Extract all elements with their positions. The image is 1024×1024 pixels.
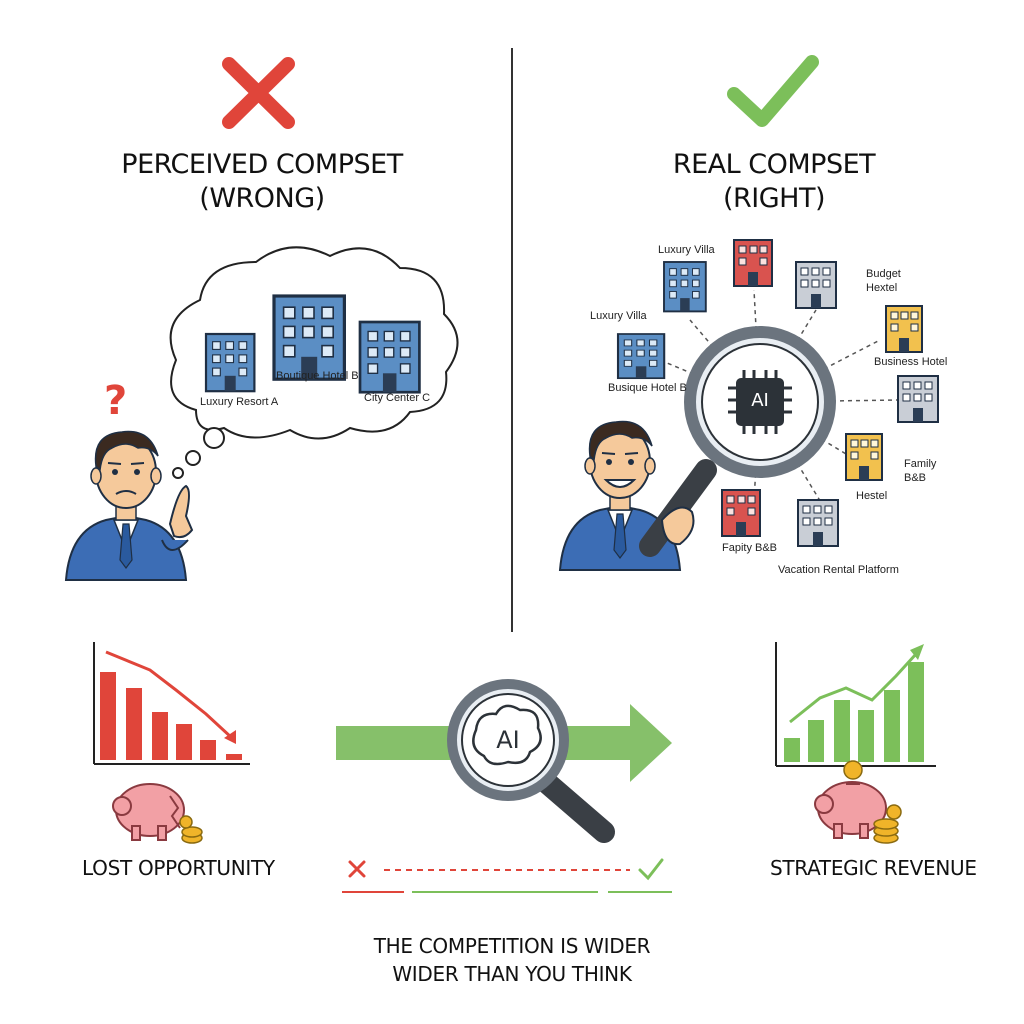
center-ai-label: AI: [496, 726, 520, 754]
magnifier-icon: [447, 679, 615, 843]
ai-chip-icon: [728, 370, 792, 434]
competitor-label-hostel: Hestel: [856, 490, 888, 502]
coin-icon: [843, 760, 902, 844]
building-icon: [797, 499, 839, 547]
building-icon: [721, 489, 761, 537]
confident-manager: [559, 420, 681, 571]
ai-chip-label: AI: [751, 390, 769, 411]
strategic-revenue-caption: STRATEGIC REVENUE: [770, 856, 977, 880]
building-icon: [733, 239, 773, 287]
right-title-line1: REAL COMPSET: [672, 149, 876, 180]
growing-bar-chart: [775, 642, 936, 767]
building-icon: [204, 332, 256, 393]
thought-label-luxury-resort: Luxury Resort A: [200, 396, 279, 408]
building-icon: [795, 261, 837, 309]
piggy-bank-icon: [814, 781, 887, 839]
coin-icon: [179, 815, 203, 844]
left-title-line2: (WRONG): [199, 183, 325, 214]
building-icon: [272, 294, 346, 381]
competitor-label-vacation-rental: Vacation Rental Platform: [778, 564, 899, 576]
competitor-label-luxury-villa-left: Luxury Villa: [590, 310, 647, 322]
building-icon: [616, 332, 666, 380]
right-title: REAL COMPSET (RIGHT): [624, 148, 924, 216]
thought-label-boutique-hotel: Boutique Hotel B: [276, 370, 359, 382]
competitor-label-boutique: Busique Hotel B: [608, 382, 687, 394]
competitor-label-luxury-villa-top: Luxury Villa: [658, 244, 715, 256]
competitor-label-business-hotel: Business Hotel: [874, 356, 948, 368]
question-mark-icon: ?: [104, 378, 127, 424]
competitor-label-budget-line2: Hextel: [866, 282, 898, 294]
right-title-line2: (RIGHT): [722, 183, 826, 214]
left-title: PERCEIVED COMPSET (WRONG): [112, 148, 412, 216]
lost-opportunity-caption: LOST OPPORTUNITY: [82, 856, 275, 880]
piggy-bank-icon: [112, 783, 185, 841]
competitor-label-budget-line1: Budget: [866, 268, 901, 280]
building-icon: [845, 433, 883, 481]
competitor-label-family-line1: Family: [904, 458, 937, 470]
building-icon: [885, 305, 923, 353]
declining-bar-chart: [93, 642, 250, 765]
building-icon: [663, 261, 707, 313]
competitor-label-family-bnb-bottom: Fapity B&B: [722, 542, 778, 554]
left-title-line1: PERCEIVED COMPSET: [121, 149, 403, 180]
competitor-label-family-line2: B&B: [904, 472, 927, 484]
hand: [660, 506, 695, 546]
building-icon: [897, 375, 939, 423]
footer-line2: WIDER THAN YOU THINK: [392, 962, 632, 986]
cross-icon: [222, 57, 295, 129]
building-icon: [358, 320, 421, 394]
footer-line1: THE COMPETITION IS WIDER: [373, 934, 651, 958]
thought-label-city-center: City Center C: [364, 392, 431, 404]
comparison-line: [342, 858, 672, 893]
confused-manager: [65, 430, 194, 581]
check-icon: [727, 55, 819, 127]
